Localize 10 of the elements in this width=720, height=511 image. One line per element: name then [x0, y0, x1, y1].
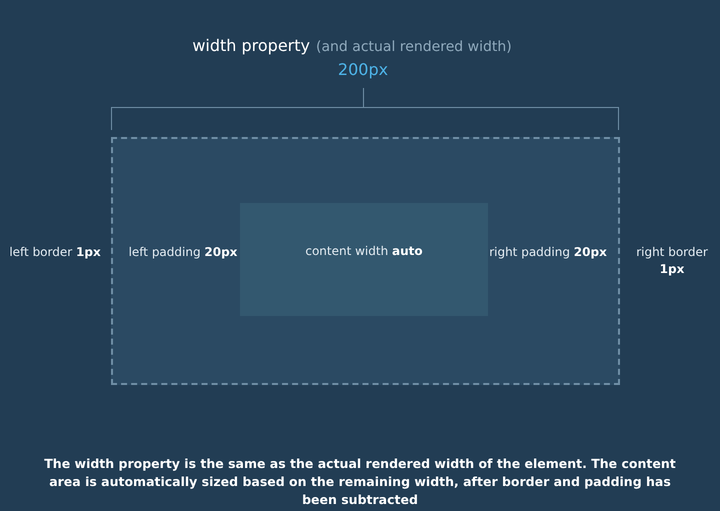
box-label: right padding 20px	[488, 244, 608, 261]
box-label: left padding 20px	[128, 244, 238, 261]
dimension-label: width property	[191, 36, 310, 56]
border-label: right border 1px	[635, 244, 709, 278]
border-label: left border 1px	[8, 244, 102, 261]
caption: The width property is the same as the actual rendered width of the element. The content area is automatically sized based on the remaining width, after border and padding has been subtracted	[43, 455, 677, 509]
dimension-note: (and actual rendered width)	[316, 38, 513, 56]
padding-area	[111, 137, 620, 385]
dimension-value: 200px	[336, 60, 390, 80]
box-label: content width auto	[304, 243, 424, 260]
